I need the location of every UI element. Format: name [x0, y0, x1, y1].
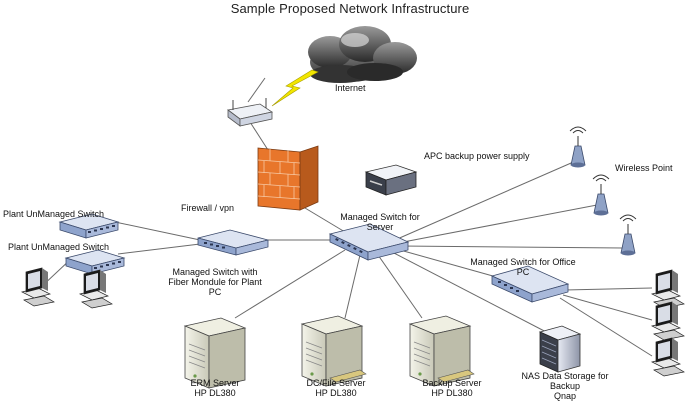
- pc-icon: [650, 301, 685, 341]
- link-office-pc1: [564, 287, 653, 291]
- link-plant-unmanaged-1: [114, 221, 201, 241]
- links: [39, 77, 653, 357]
- page-title: Sample Proposed Network Infrastructure: [230, 1, 470, 16]
- pc-icon: [20, 267, 55, 307]
- office-managed-switch-icon: [490, 265, 570, 303]
- link-core-office: [399, 249, 501, 279]
- dc-file-server-line-1: DC/File Server: [306, 378, 366, 388]
- wireless-access-point-icon: [619, 214, 637, 256]
- server-icon: [183, 317, 247, 389]
- wireless-access-point-icon: [569, 126, 587, 168]
- server-icon: [300, 315, 367, 387]
- ups-icon: [364, 164, 418, 196]
- link-core-ap3: [399, 245, 624, 249]
- link-core-nas: [391, 251, 553, 336]
- dc-file-server-line-2: HP DL380: [315, 388, 357, 398]
- link-firewall-core: [299, 204, 346, 233]
- router-icon: [227, 98, 274, 127]
- lightning-icon: [271, 69, 319, 107]
- link-core-ap1: [394, 159, 579, 241]
- pc-icon: [650, 337, 685, 377]
- managed-switch-server-line-1: Managed Switch for: [340, 212, 420, 222]
- firewall-label: Firewall / vpn: [181, 203, 235, 213]
- nas-icon: [538, 325, 582, 373]
- link-core-dc: [344, 254, 361, 319]
- backup-server-line-2: HP DL380: [431, 388, 473, 398]
- server-icon: [408, 315, 475, 387]
- wireless-access-point-icon: [592, 174, 610, 216]
- nas-storage-line-1: NAS Data Storage for: [521, 371, 609, 381]
- plant-unmanaged-switch-2-icon: [64, 249, 126, 275]
- managed-switch-plant-line-2: Fiber Mondule for Plant: [168, 277, 262, 287]
- managed-switch-plant-line-1: Managed Switch with: [172, 267, 258, 277]
- core-switch-icon: [328, 223, 410, 261]
- link-core-ap2: [397, 204, 598, 244]
- erm-server-line-2: HP DL380: [194, 388, 236, 398]
- plant-unmanaged-switch-1-icon: [58, 213, 120, 239]
- link-plant-unmanaged-2: [117, 243, 201, 255]
- cloud-icon: [308, 26, 417, 83]
- managed-switch-office-line-2: PC: [516, 267, 530, 277]
- backup-server-line-1: Backup Server: [422, 378, 482, 388]
- erm-server-label: ERM Server HP DL380: [180, 378, 250, 398]
- pc-icon: [650, 269, 685, 309]
- managed-switch-plant-label: Managed Switch with Fiber Mondule for Pl…: [160, 267, 270, 297]
- dc-file-server-label: DC/File Server HP DL380: [296, 378, 376, 398]
- link-router-firewall: [249, 121, 269, 151]
- link-office-pc3: [559, 297, 653, 357]
- apc-label: APC backup power supply: [424, 151, 530, 161]
- link-internet-router: [247, 77, 266, 103]
- managed-switch-server-line-2: Server: [366, 222, 394, 232]
- nas-storage-line-2: Backup: [549, 381, 581, 391]
- link-office-pc2: [562, 294, 653, 321]
- managed-switch-office-line-1: Managed Switch for Office: [470, 257, 576, 267]
- internet-label: Internet: [335, 83, 366, 93]
- nas-storage-line-3: Qnap: [553, 391, 577, 401]
- link-core-backup: [377, 254, 423, 319]
- backup-server-label: Backup Server HP DL380: [412, 378, 492, 398]
- erm-server-line-1: ERM Server: [190, 378, 240, 388]
- plant-managed-switch-icon: [197, 229, 269, 256]
- firewall-icon: [257, 145, 319, 211]
- managed-switch-server-label: Managed Switch for Server: [330, 212, 430, 232]
- plant-unmanaged-switch-1-label: Plant UnManaged Switch: [3, 209, 105, 219]
- managed-switch-plant-line-3: PC: [208, 287, 222, 297]
- plant-unmanaged-switch-2-label: Plant UnManaged Switch: [8, 242, 110, 252]
- nas-storage-label: NAS Data Storage for Backup Qnap: [510, 371, 620, 401]
- wireless-point-label: Wireless Point: [615, 163, 673, 173]
- managed-switch-office-label: Managed Switch for Office PC: [458, 257, 588, 277]
- pc-icon: [78, 269, 113, 309]
- link-core-erm: [234, 249, 346, 319]
